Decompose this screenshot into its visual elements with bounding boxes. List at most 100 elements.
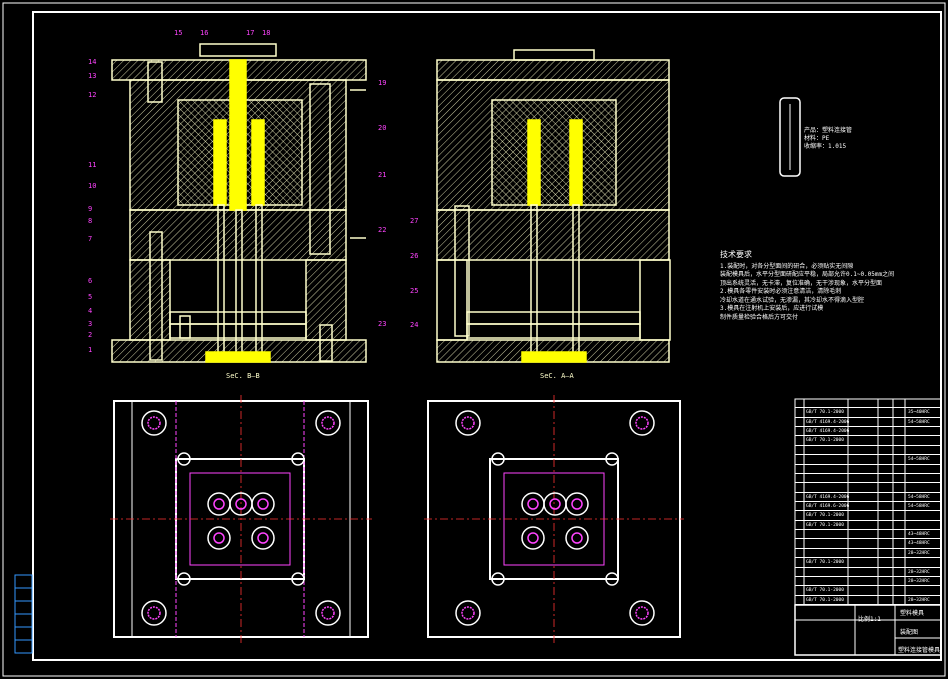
- product-note-line1: 产品：塑料连接管: [804, 127, 853, 134]
- corner-hole-mark: [291, 572, 305, 586]
- part-number-label: 6: [88, 277, 93, 285]
- guide-bushing-inner-mark: [147, 606, 161, 620]
- bom-code: GB/T 70.1-2000: [806, 438, 844, 444]
- cavity-core-mark: [235, 498, 247, 510]
- part-number-label: 18: [262, 29, 271, 37]
- bom-row: GB/T 4169.4-2006: [795, 427, 941, 437]
- bom-code: GB/T 70.1-2000: [806, 513, 844, 519]
- guide-bushing-mark: [141, 600, 167, 626]
- corner-hole-mark: [291, 452, 305, 466]
- part-number-label: 2: [88, 331, 93, 339]
- guide-bushing-inner-mark: [321, 416, 335, 430]
- part-number-label: 11: [88, 161, 97, 169]
- technical-requirements-lines: 1.装配时，对各分型面间的研合，必须贴实无间隙装配模具后，水平分型面研配应平稳，…: [720, 263, 920, 323]
- bom-material: 54~58HRC: [908, 494, 930, 500]
- guide-bushing-mark: [629, 600, 655, 626]
- technical-requirements-title: 技术要求: [720, 250, 752, 259]
- guide-bushing-mark: [141, 410, 167, 436]
- technical-requirement-line: 顶出系统灵活，无卡滞，复位准确，无干涉现象，水平分型面: [720, 279, 883, 287]
- corner-hole-mark: [177, 572, 191, 586]
- technical-requirements: 技术要求 1.装配时，对各分型面间的研合，必须贴实无间隙装配模具后，水平分型面研…: [720, 250, 920, 323]
- guide-bushing-inner-mark: [635, 416, 649, 430]
- bom-code: GB/T 4169.6-2006: [806, 504, 850, 509]
- technical-requirement-line: 制件质量检验合格后方可交付: [720, 313, 799, 321]
- bom-row: GB/T 70.1-2000: [795, 586, 941, 596]
- technical-requirement-line: 3.模具在注射机上安装后，应进行试模: [720, 305, 824, 312]
- cavity-core-mark: [257, 532, 269, 544]
- bill-of-materials-table: [794, 398, 942, 656]
- cavity-mark: [543, 492, 567, 516]
- corner-hole-mark: [605, 572, 619, 586]
- cavity-core-mark: [527, 498, 539, 510]
- corner-hole-mark: [605, 452, 619, 466]
- bom-code: GB/T 70.1-2000: [806, 410, 844, 416]
- part-number-label: 24: [410, 321, 419, 329]
- corner-hole-mark: [177, 452, 191, 466]
- cavity-mark: [251, 492, 275, 516]
- bom-material: 28~32HRC: [908, 550, 930, 556]
- bom-row: [795, 446, 941, 456]
- part-number-label: 27: [410, 217, 419, 225]
- bom-code: GB/T 70.1-2000: [806, 588, 844, 594]
- bom-material: 28~32HRC: [908, 578, 930, 584]
- section-a-a-view: [436, 49, 671, 363]
- part-number-label: 8: [88, 217, 93, 225]
- guide-bushing-mark: [455, 600, 481, 626]
- part-number-label: 12: [88, 91, 97, 99]
- bom-material: 35~40HRC: [908, 410, 930, 416]
- guide-bushing-inner-mark: [461, 606, 475, 620]
- cavity-core-mark: [549, 498, 561, 510]
- bom-row: [795, 399, 941, 409]
- section-b-b-caption: SeC. B—B: [226, 372, 260, 380]
- bom-row: GB/T 70.1-2000: [795, 558, 941, 568]
- title-block-scale: 比例1:1: [858, 616, 881, 623]
- part-number-label: 17: [246, 29, 255, 37]
- part-number-label: 3: [88, 320, 93, 328]
- bom-code: GB/T 70.1-2000: [806, 522, 844, 528]
- part-number-label: 5: [88, 293, 93, 301]
- title-block-part: 塑料连接管模具: [898, 647, 941, 654]
- guide-bushing-mark: [629, 410, 655, 436]
- cavity-mark: [565, 526, 589, 550]
- guide-bushing-inner-mark: [147, 416, 161, 430]
- title-block-name: 装配图: [900, 629, 919, 636]
- part-number-label: 16: [200, 29, 209, 37]
- part-number-label: 22: [378, 226, 387, 234]
- bom-row: [795, 474, 941, 484]
- cavity-mark: [565, 492, 589, 516]
- guide-bushing-mark: [455, 410, 481, 436]
- cavity-mark: [521, 492, 545, 516]
- title-block-school: 塑料模具: [900, 610, 925, 617]
- part-number-label: 9: [88, 205, 93, 213]
- plan-view-holes: [141, 410, 655, 626]
- inner-frame: [32, 11, 942, 661]
- technical-requirement-line: 装配模具后，水平分型面研配应平稳，局部允许0.1~0.05mm之间: [720, 271, 895, 278]
- binding-margin-block: [14, 574, 33, 654]
- bom-row: GB/T 70.1-2000 35~40HRC: [795, 408, 941, 418]
- section-b-b-view: [111, 43, 367, 363]
- guide-bushing-mark: [315, 410, 341, 436]
- bom-material: 54~58HRC: [908, 419, 930, 425]
- guide-bushing-inner-mark: [461, 416, 475, 430]
- cavity-mark: [521, 526, 545, 550]
- bom-row: GB/T 70.1-2000: [795, 511, 941, 521]
- part-number-label: 21: [378, 171, 387, 179]
- product-note: 产品：塑料连接管 材料：PE 收缩率：1.015: [804, 127, 852, 151]
- bom-row: 28~32HRC: [795, 568, 941, 577]
- bom-material: 43~48HRC: [908, 541, 930, 547]
- section-a-a-caption: SeC. A—A: [540, 372, 574, 380]
- bom-row: 43~48HRC: [795, 530, 941, 540]
- cavity-mark: [207, 492, 231, 516]
- part-number-label: 23: [378, 320, 387, 328]
- bom-material: 54~58HRC: [908, 504, 930, 509]
- guide-bushing-inner-mark: [321, 606, 335, 620]
- part-number-label: 26: [410, 252, 419, 260]
- bom-code: GB/T 70.1-2000: [806, 560, 844, 566]
- bom-code: GB/T 70.1-2000: [806, 597, 844, 603]
- technical-requirement-line: 2.模具各零件安装时必须注意清洁，清除毛刺: [720, 288, 842, 295]
- bom-row: 54~58HRC: [795, 455, 941, 465]
